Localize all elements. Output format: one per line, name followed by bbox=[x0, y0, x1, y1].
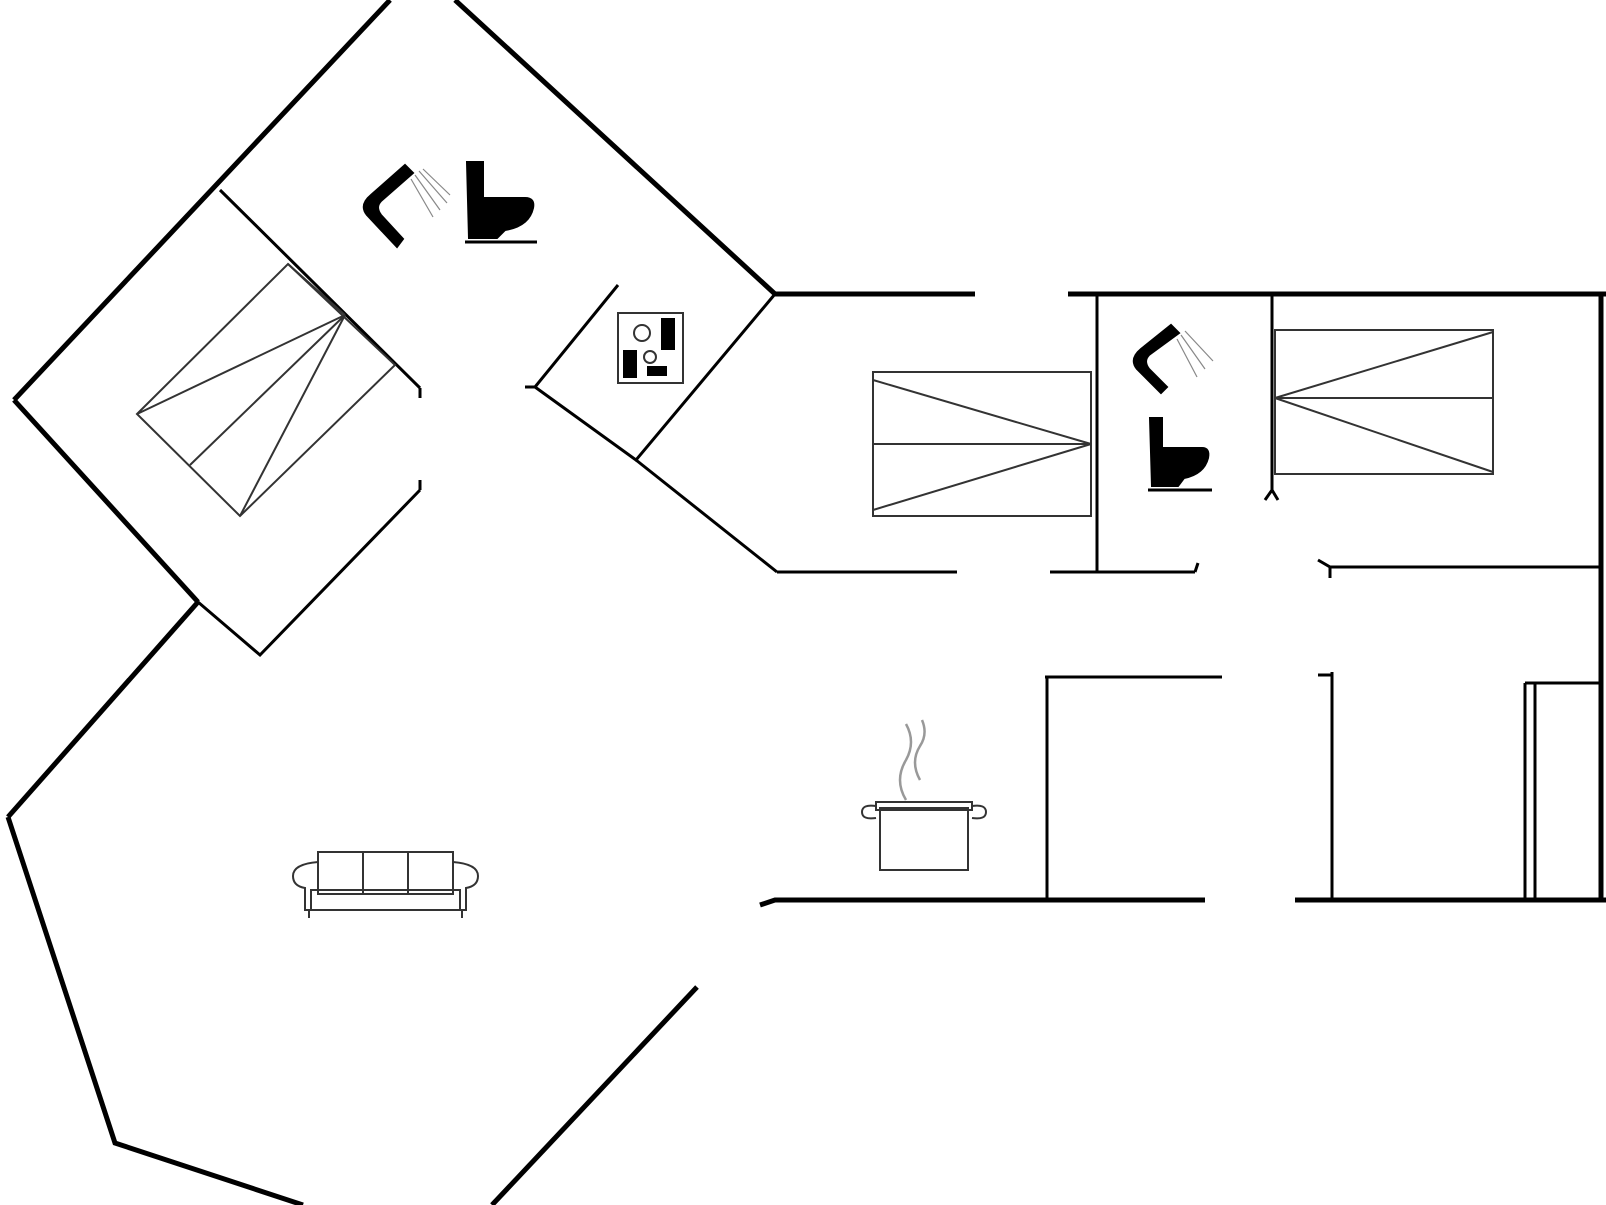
pot-steam bbox=[913, 719, 926, 781]
shower-pipe bbox=[362, 163, 415, 249]
shower-spray bbox=[1176, 330, 1214, 378]
washing-machine-detail bbox=[633, 324, 651, 342]
washing-machine-frame bbox=[617, 312, 684, 384]
sofa-seat bbox=[310, 889, 461, 911]
stairs-icon bbox=[135, 262, 397, 518]
shower-icon bbox=[362, 163, 451, 249]
bed-diagonal bbox=[1274, 331, 1494, 399]
cooking-pot-icon bbox=[860, 719, 988, 871]
stairs-outline bbox=[135, 262, 397, 518]
shower-spray bbox=[410, 168, 451, 218]
bed-diagonal bbox=[872, 379, 1092, 445]
stairs-tread bbox=[136, 314, 346, 415]
corridor-diagonal-wall bbox=[635, 458, 778, 574]
bedroom-3-door-swing bbox=[1317, 558, 1332, 578]
pot-handle bbox=[860, 804, 877, 820]
bathroom-stair-divider bbox=[218, 188, 422, 390]
exterior-wall-west-lower bbox=[5, 816, 304, 1205]
pot-handle bbox=[971, 804, 988, 820]
exterior-wall-north-east-diagonal bbox=[453, 0, 777, 296]
bed-diagonal bbox=[872, 443, 1092, 511]
stairs-tread bbox=[189, 314, 346, 466]
interior-walls bbox=[197, 188, 1601, 900]
toilet-body bbox=[1148, 417, 1210, 487]
toilet-icon bbox=[1148, 417, 1212, 492]
exterior-wall-south-east-diagonal bbox=[490, 985, 699, 1205]
toilet-icon bbox=[465, 161, 537, 244]
bathroom-2-door-swing bbox=[1263, 487, 1280, 501]
washing-machine-detail bbox=[643, 350, 657, 364]
sofa-back bbox=[317, 851, 454, 895]
washing-machine-detail bbox=[647, 366, 667, 376]
washing-machine-icon bbox=[617, 312, 684, 384]
bedroom-2-door-swing-a bbox=[1193, 562, 1200, 573]
exterior-wall-stair-west bbox=[12, 398, 200, 604]
bed-frame bbox=[1274, 329, 1494, 475]
shower-icon bbox=[1132, 323, 1214, 395]
stair-room-south-wall bbox=[197, 488, 422, 658]
pot-body bbox=[879, 807, 969, 871]
exterior-wall-south-a bbox=[759, 897, 1205, 908]
washing-machine-detail bbox=[623, 350, 637, 378]
pot-steam bbox=[898, 723, 913, 801]
sofa-icon bbox=[291, 851, 480, 918]
bed-icon bbox=[1274, 329, 1494, 475]
bed-diagonal bbox=[1274, 397, 1494, 473]
toilet-body bbox=[465, 161, 535, 239]
stairs-tread bbox=[239, 314, 346, 517]
utility-room-wall-west bbox=[533, 284, 620, 388]
utility-room-wall-south bbox=[534, 293, 777, 463]
sofa-arm bbox=[452, 861, 480, 911]
sofa-arm bbox=[291, 861, 319, 911]
exterior-walls bbox=[5, 0, 1606, 1205]
exterior-wall-west-upper bbox=[6, 600, 200, 819]
exterior-wall-north-west bbox=[12, 0, 392, 402]
stairs-tread bbox=[287, 263, 346, 316]
shower-pipe bbox=[1132, 323, 1181, 395]
bed-icon bbox=[872, 371, 1092, 517]
washing-machine-detail bbox=[661, 318, 675, 350]
